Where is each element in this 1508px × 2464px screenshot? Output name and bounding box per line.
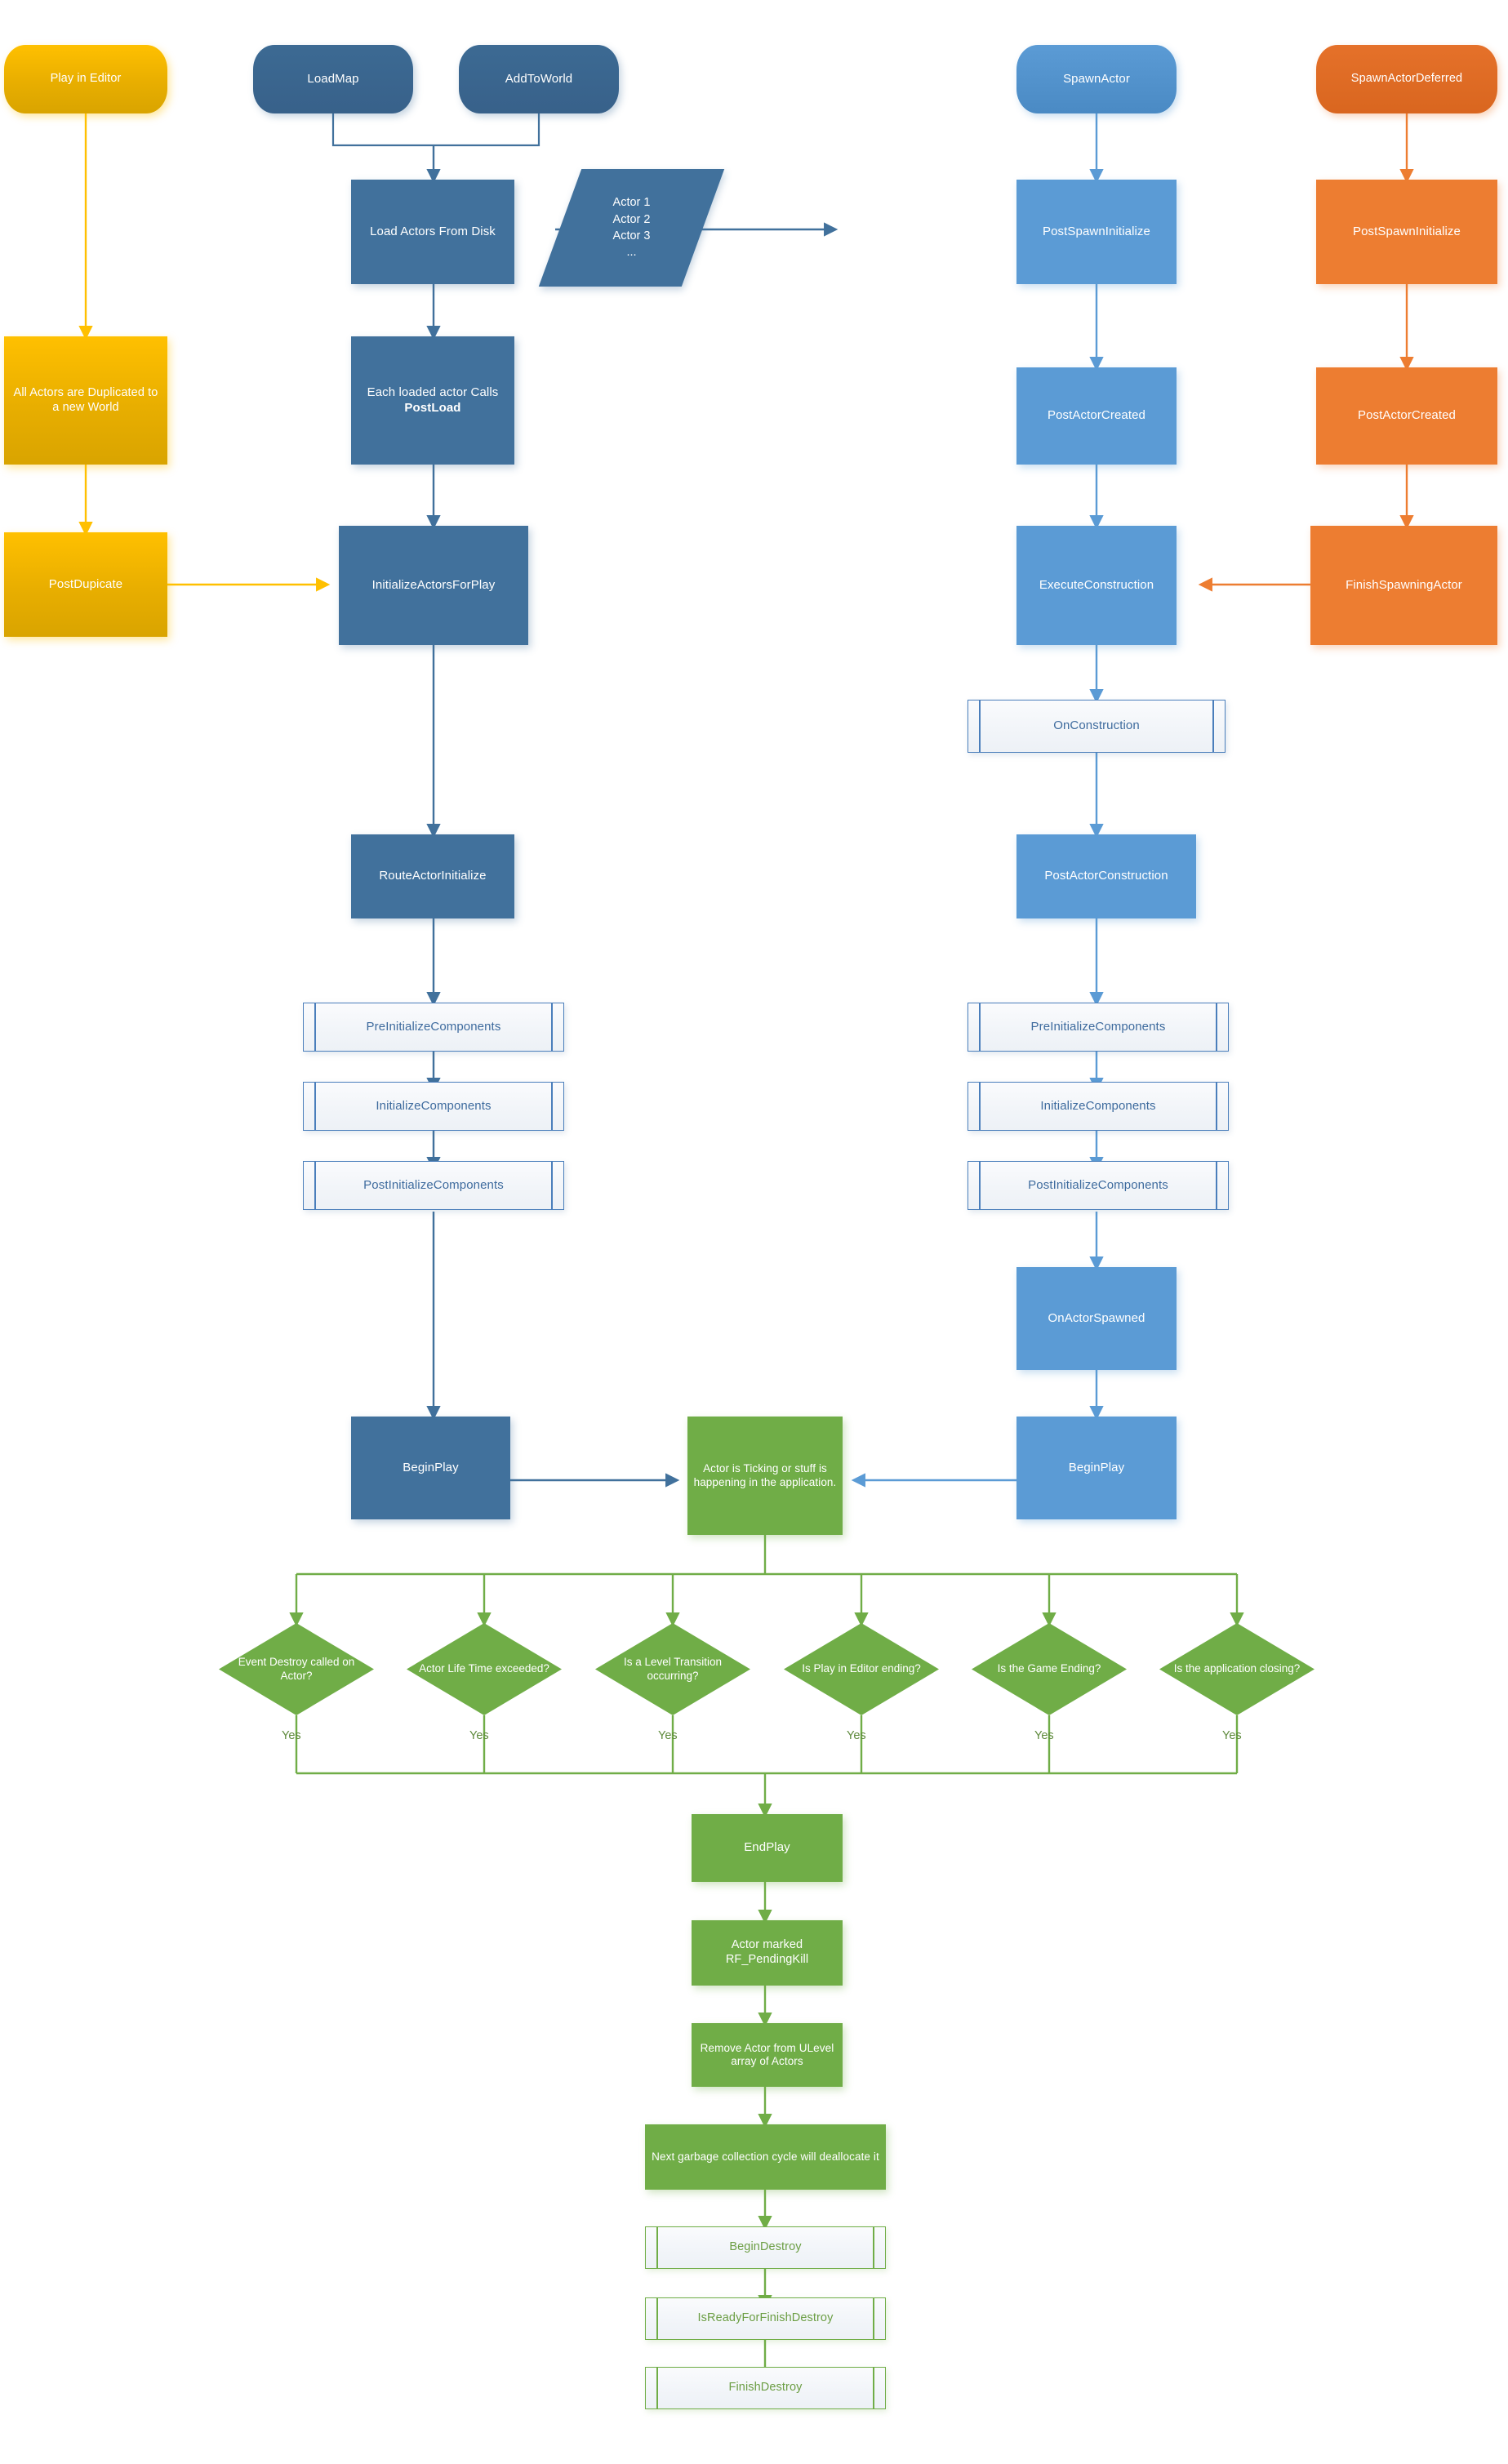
process-finish-spawning-actor[interactable]: FinishSpawningActor [1310,526,1497,645]
node-label: EndPlay [744,1840,790,1855]
node-label: BeginPlay [403,1460,459,1474]
subroutine-pre-initialize-components-left[interactable]: PreInitializeComponents [303,1003,564,1052]
node-label: SpawnActor [1063,71,1130,86]
node-label: Actor marked RF_PendingKill [725,1938,809,1966]
subroutine-post-initialize-components-left[interactable]: PostInitializeComponents [303,1161,564,1210]
each-loaded-actor-prefix: Each loaded actor Calls [367,385,499,400]
process-load-actors-from-disk[interactable]: Load Actors From Disk [351,180,514,284]
postload-bold: PostLoad [404,400,461,415]
node-label: Remove Actor from ULevel array of Actors [700,2041,834,2067]
decision-yes-label-play-in-editor-ending: Yes [847,1729,866,1742]
subroutine-finish-destroy[interactable]: FinishDestroy [645,2367,886,2409]
process-begin-play-left[interactable]: BeginPlay [351,1417,510,1519]
decision-label: Is the Game Ending? [997,1662,1101,1675]
actor-list-line-4: ... [626,246,637,260]
node-label: BeginPlay [1068,1460,1125,1474]
subroutine-is-ready-for-finish-destroy[interactable]: IsReadyForFinishDestroy [645,2297,886,2340]
process-post-spawn-initialize-orange[interactable]: PostSpawnInitialize [1316,180,1497,284]
process-actor-is-ticking[interactable]: Actor is Ticking or stuff is happening i… [687,1417,843,1535]
node-label: Each loaded actor Calls PostLoad [357,385,509,416]
decision-application-closing[interactable]: Is the application closing? [1159,1623,1314,1715]
node-label: BeginDestroy [729,2240,802,2254]
decision-yes-label-game-ending: Yes [1034,1729,1054,1742]
node-label: PostInitializeComponents [363,1177,504,1192]
node-label: OnActorSpawned [1048,1310,1145,1325]
decision-play-in-editor-ending[interactable]: Is Play in Editor ending? [784,1623,939,1715]
subroutine-pre-initialize-components-right[interactable]: PreInitializeComponents [968,1003,1229,1052]
decision-label: Actor Life Time exceeded? [419,1662,549,1675]
decision-label: Is a Level Transition occurring? [623,1656,723,1682]
terminator-play-in-editor[interactable]: Play in Editor [4,45,167,113]
process-on-actor-spawned[interactable]: OnActorSpawned [1016,1267,1177,1370]
node-label: PostActorCreated [1048,408,1145,423]
node-label: PostInitializeComponents [1028,1177,1168,1192]
node-label: PreInitializeComponents [1030,1019,1166,1034]
process-post-actor-created-orange[interactable]: PostActorCreated [1316,367,1497,465]
process-remove-actor-from-ulevel[interactable]: Remove Actor from ULevel array of Actors [692,2023,843,2087]
decision-level-transition[interactable]: Is a Level Transition occurring? [595,1623,750,1715]
node-label: SpawnActorDeferred [1350,72,1463,86]
process-post-spawn-initialize-blue[interactable]: PostSpawnInitialize [1016,180,1177,284]
process-all-actors-duplicated[interactable]: All Actors are Duplicated to a new World [4,336,167,465]
node-label: All Actors are Duplicated to a new World [13,385,158,414]
node-label: FinishDestroy [728,2381,803,2395]
node-label: LoadMap [307,71,359,86]
node-label: PostActorConstruction [1044,869,1168,883]
node-label: Next garbage collection cycle will deall… [652,2150,879,2163]
node-label: RouteActorInitialize [379,869,487,883]
node-label: Load Actors From Disk [370,224,496,238]
process-initialize-actors-for-play[interactable]: InitializeActorsForPlay [339,526,528,645]
decision-yes-label-event-destroy: Yes [282,1729,301,1742]
actor-list-line-3: Actor 3 [612,229,651,242]
node-label: Play in Editor [50,72,122,86]
process-execute-construction[interactable]: ExecuteConstruction [1016,526,1177,645]
decision-yes-label-application-closing: Yes [1222,1729,1242,1742]
process-next-gc-cycle[interactable]: Next garbage collection cycle will deall… [645,2124,886,2190]
node-label: PostSpawnInitialize [1043,224,1150,238]
decision-label: Event Destroy called on Actor? [238,1656,355,1682]
decision-yes-label-actor-life-time: Yes [469,1729,489,1742]
decision-actor-life-time[interactable]: Actor Life Time exceeded? [407,1623,562,1715]
decision-label: Is Play in Editor ending? [802,1662,921,1675]
node-label: InitializeComponents [1040,1098,1156,1113]
terminator-spawn-actor-deferred[interactable]: SpawnActorDeferred [1316,45,1497,113]
node-label: OnConstruction [1053,718,1140,733]
subroutine-post-initialize-components-right[interactable]: PostInitializeComponents [968,1161,1229,1210]
subroutine-initialize-components-right[interactable]: InitializeComponents [968,1082,1229,1131]
node-label: PostActorCreated [1358,408,1456,423]
process-begin-play-right[interactable]: BeginPlay [1016,1417,1177,1519]
actor-list-line-1: Actor 1 [612,196,651,210]
node-label: ExecuteConstruction [1039,577,1154,592]
process-end-play[interactable]: EndPlay [692,1814,843,1882]
decision-yes-label-level-transition: Yes [658,1729,678,1742]
subroutine-initialize-components-left[interactable]: InitializeComponents [303,1082,564,1131]
node-label: Actor is Ticking or stuff is happening i… [693,1462,837,1488]
decision-event-destroy[interactable]: Event Destroy called on Actor? [219,1623,374,1715]
terminator-add-to-world[interactable]: AddToWorld [459,45,619,113]
node-label: InitializeComponents [376,1098,492,1113]
process-each-loaded-actor-postload[interactable]: Each loaded actor Calls PostLoad [351,336,514,465]
process-post-duplicate[interactable]: PostDupicate [4,532,167,637]
node-label: PostSpawnInitialize [1353,224,1461,238]
process-actor-marked-pendingkill[interactable]: Actor marked RF_PendingKill [692,1920,843,1986]
decision-label: Is the application closing? [1173,1662,1301,1675]
node-label: FinishSpawningActor [1346,577,1462,592]
node-label: PostDupicate [48,576,123,591]
decision-game-ending[interactable]: Is the Game Ending? [972,1623,1127,1715]
node-label: PreInitializeComponents [366,1019,501,1034]
node-label: AddToWorld [505,71,573,86]
process-post-actor-created-blue[interactable]: PostActorCreated [1016,367,1177,465]
subroutine-begin-destroy[interactable]: BeginDestroy [645,2226,886,2269]
process-post-actor-construction[interactable]: PostActorConstruction [1016,834,1196,918]
process-route-actor-initialize[interactable]: RouteActorInitialize [351,834,514,918]
terminator-load-map[interactable]: LoadMap [253,45,413,113]
actor-list-lines: Actor 1 Actor 2 Actor 3 ... [613,194,651,260]
subroutine-on-construction[interactable]: OnConstruction [968,700,1226,753]
terminator-spawn-actor[interactable]: SpawnActor [1016,45,1177,113]
node-label: InitializeActorsForPlay [371,577,496,592]
actor-list-line-2: Actor 2 [612,212,651,226]
data-actor-list[interactable]: Actor 1 Actor 2 Actor 3 ... [538,169,725,287]
node-label: IsReadyForFinishDestroy [697,2311,834,2325]
